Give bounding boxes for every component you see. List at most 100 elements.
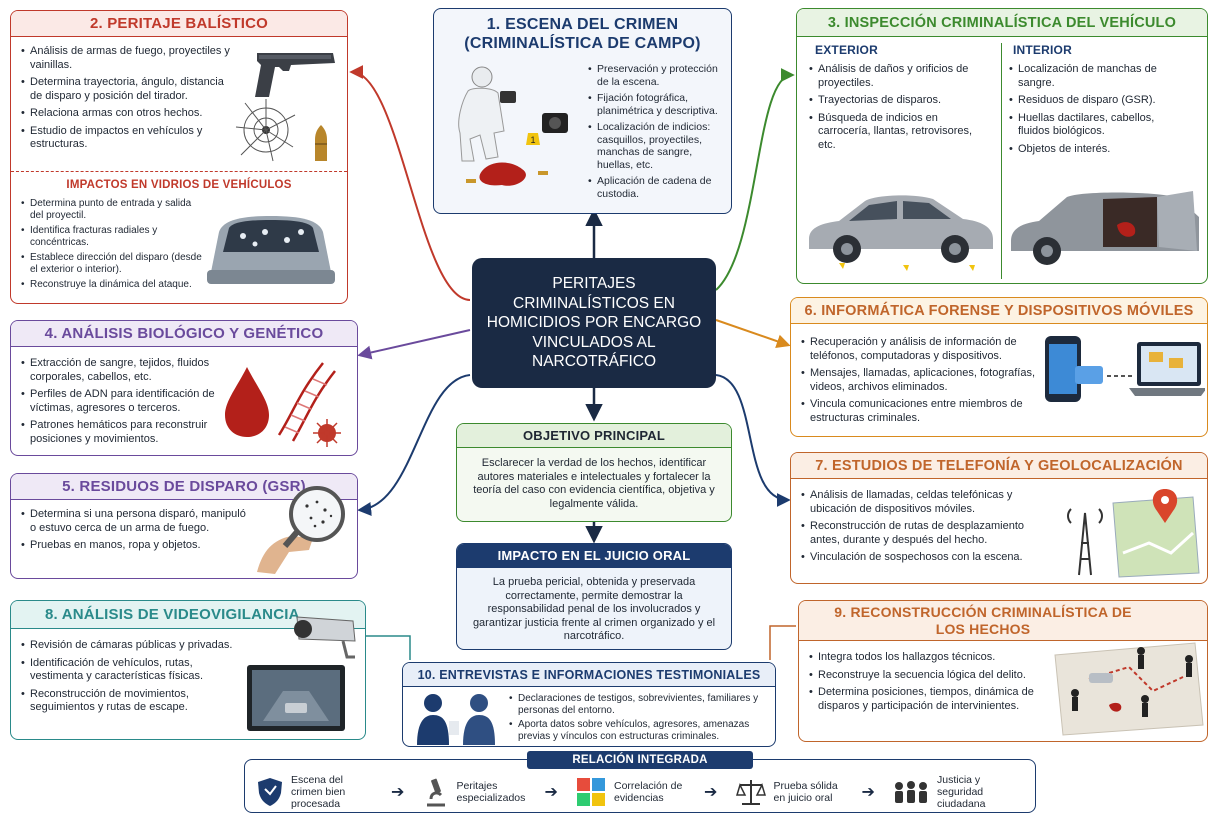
biologico-title: 4. ANÁLISIS BIOLÓGICO Y GENÉTICO [11, 321, 357, 347]
arrow-right-icon: ➔ [391, 784, 405, 801]
video-item: Reconstrucción de movimientos, seguimien… [19, 688, 245, 715]
escena-item: Localización de indicios: casquillos, pr… [586, 121, 728, 171]
shattered-glass-icon [235, 99, 296, 162]
bullet-icon [315, 125, 327, 161]
step-label: Escena del crimen bien procesada [291, 774, 346, 810]
vidrios-item: Identifica fracturas radiales y concéntr… [19, 225, 205, 249]
car-exterior-icon [809, 195, 993, 271]
vidrios-section: IMPACTOS EN VIDRIOS DE VEHÍCULOS Determi… [11, 171, 347, 303]
relacion-box: RELACIÓN INTEGRADA Escena del crimen bie… [244, 751, 1036, 813]
pistol-icon [255, 53, 335, 97]
car-interior-icon [1011, 191, 1199, 265]
step-4: Prueba sólida en juicio oral [735, 777, 844, 807]
telefonia-box: 7. ESTUDIOS DE TELEFONÍA Y GEOLOCALIZACI… [790, 452, 1208, 584]
vehiculo-box: 3. INSPECCIÓN CRIMINALÍSTICA DEL VEHÍCUL… [796, 8, 1208, 284]
biologico-box: 4. ANÁLISIS BIOLÓGICO Y GENÉTICO Extracc… [10, 320, 358, 456]
step-label: Prueba sólida en juicio oral [773, 780, 838, 804]
informatica-item: Recuperación y análisis de información d… [799, 336, 1035, 363]
shield-icon [258, 778, 282, 806]
line-to-gsr [357, 374, 471, 516]
arrow-right-icon: ➔ [704, 784, 718, 801]
interview-people-icon [417, 694, 495, 745]
telefonia-item: Reconstrucción de rutas de desplazamient… [799, 520, 1049, 547]
interior-item: Residuos de disparo (GSR). [1007, 94, 1177, 108]
objetivo-box: OBJETIVO PRINCIPAL Esclarecer la verdad … [456, 423, 732, 522]
informatica-list: Recuperación y análisis de información d… [799, 336, 1035, 429]
evidence-marker-label: 1 [530, 135, 535, 145]
blood-dna-icon [225, 362, 341, 447]
scene-map-icon [1054, 642, 1204, 736]
objetivo-title: OBJETIVO PRINCIPAL [457, 424, 731, 448]
biologico-list: Extracción de sangre, tejidos, fluidos c… [19, 357, 223, 450]
escena-item: Fijación fotográfica, planimétrica y des… [586, 92, 728, 117]
vidrios-title: IMPACTOS EN VIDRIOS DE VEHÍCULOS [66, 179, 292, 191]
vidrios-item: Determina punto de entrada y salida del … [19, 198, 205, 222]
video-item: Identificación de vehículos, rutas, vest… [19, 657, 245, 684]
vehiculo-title: 3. INSPECCIÓN CRIMINALÍSTICA DEL VEHÍCUL… [797, 9, 1207, 37]
microscope-icon [426, 778, 445, 807]
interior-item: Localización de manchas de sangre. [1007, 63, 1177, 90]
informatica-title: 6. INFORMÁTICA FORENSE Y DISPOSITIVOS MÓ… [791, 298, 1207, 324]
step-2: Peritajes especializados [423, 777, 527, 807]
vidrios-item: Establece dirección del disparo (desde e… [19, 252, 205, 276]
informatica-item: Mensajes, llamadas, aplicaciones, fotogr… [799, 367, 1035, 394]
reconstruccion-box: 9. RECONSTRUCCIÓN CRIMINALÍSTICA DE LOS … [798, 600, 1208, 742]
interior-item: Objetos de interés. [1007, 143, 1177, 157]
objetivo-text: Esclarecer la verdad de los hechos, iden… [473, 457, 715, 510]
telefonia-title: 7. ESTUDIOS DE TELEFONÍA Y GEOLOCALIZACI… [791, 453, 1207, 479]
balistico-item: Determina trayectoria, ángulo, distancia… [19, 76, 237, 103]
step-label: Peritajes especializados [456, 780, 526, 804]
step-3: Correlación de evidencias [576, 777, 686, 807]
impacto-text: La prueba pericial, obtenida y preservad… [472, 576, 716, 642]
vehiculo-divider [1001, 43, 1002, 279]
interior-item: Huellas dactilares, cabellos, fluidos bi… [1007, 112, 1177, 139]
escena-list: Preservación y protección de la escena. … [586, 63, 728, 204]
balistico-item: Relaciona armas con otros hechos. [19, 107, 237, 121]
video-list: Revisión de cámaras públicas y privadas.… [19, 639, 245, 719]
relacion-steps: Escena del crimen bien procesada ➔ Perit… [257, 774, 1027, 810]
balistico-item: Estudio de impactos en vehículos y estru… [19, 125, 237, 152]
reconstruccion-item: Integra todos los hallazgos técnicos. [807, 651, 1047, 665]
interior-title: INTERIOR [1013, 43, 1072, 57]
exterior-section: EXTERIOR Análisis de daños y orificios d… [803, 43, 999, 279]
telefonia-list: Análisis de llamadas, celdas telefónicas… [799, 489, 1049, 569]
informatica-item: Vincula comunicaciones entre miembros de… [799, 398, 1035, 425]
phone-laptop-icon [1045, 336, 1205, 402]
step-5: Justicia y seguridad ciudadana [893, 774, 1027, 810]
central-title: PERITAJES CRIMINALÍSTICOS EN HOMICIDIOS … [486, 275, 702, 371]
escena-title: 1. ESCENA DEL CRIMEN (CRIMINALÍSTICA DE … [464, 16, 701, 52]
biologico-item: Extracción de sangre, tejidos, fluidos c… [19, 357, 223, 384]
scales-icon [735, 780, 766, 805]
forensic-investigator-icon: 1 [458, 66, 568, 186]
balistico-title: 2. PERITAJE BALÍSTICO [11, 11, 347, 37]
central-topic: PERITAJES CRIMINALÍSTICOS EN HOMICIDIOS … [472, 258, 716, 388]
reconstruccion-list: Integra todos los hallazgos técnicos. Re… [807, 651, 1047, 717]
step-label: Correlación de evidencias [614, 780, 683, 804]
reconstruccion-item: Reconstruye la secuencia lógica del deli… [807, 669, 1047, 683]
entrevistas-item: Aporta datos sobre vehículos, agresores,… [507, 719, 769, 743]
line-to-informatica [715, 319, 791, 348]
exterior-item: Análisis de daños y orificios de proyect… [807, 63, 973, 90]
tower-map-icon [1067, 489, 1200, 578]
vidrios-item: Reconstruye la dinámica del ataque. [19, 279, 205, 291]
damaged-windshield-icon [207, 216, 335, 284]
gsr-box: 5. RESIDUOS DE DISPARO (GSR) Determina s… [10, 473, 358, 579]
exterior-list: Análisis de daños y orificios de proyect… [803, 63, 973, 152]
balistico-item: Análisis de armas de fuego, proyectiles … [19, 45, 237, 72]
escena-box: 1. ESCENA DEL CRIMEN (CRIMINALÍSTICA DE … [433, 8, 732, 214]
line-to-biologico [357, 329, 471, 360]
gsr-item: Determina si una persona disparó, manipu… [19, 508, 251, 535]
puzzle-icon [577, 778, 605, 806]
entrevistas-title: 10. ENTREVISTAS E INFORMACIONES TESTIMON… [403, 663, 775, 687]
line-entrevistas-reconstruccion [769, 625, 796, 660]
escena-item: Aplicación de cadena de custodia. [586, 175, 728, 200]
cctv-monitor-icon [247, 616, 356, 731]
interior-list: Localización de manchas de sangre. Resid… [1007, 63, 1177, 156]
biologico-item: Perfiles de ADN para identificación de v… [19, 388, 223, 415]
video-box: 8. ANÁLISIS DE VIDEOVIGILANCIA Revisión … [10, 600, 366, 740]
step-1: Escena del crimen bien procesada [257, 774, 373, 810]
arrow-right-icon: ➔ [861, 784, 875, 801]
video-item: Revisión de cámaras públicas y privadas. [19, 639, 245, 653]
entrevistas-list: Declaraciones de testigos, sobreviviente… [507, 693, 769, 745]
entrevistas-item: Declaraciones de testigos, sobreviviente… [507, 693, 769, 717]
